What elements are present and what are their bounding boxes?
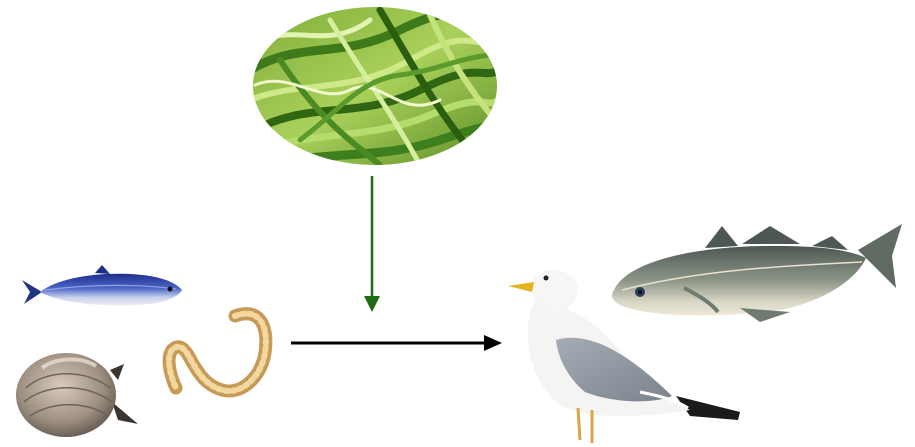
green-arrow [364, 176, 380, 312]
clam-icon [16, 353, 138, 437]
seagrass-photo [250, 7, 500, 165]
herring-icon [22, 265, 182, 306]
main-arrow [291, 335, 502, 351]
worm-icon [169, 314, 266, 391]
cod-icon [612, 224, 902, 322]
